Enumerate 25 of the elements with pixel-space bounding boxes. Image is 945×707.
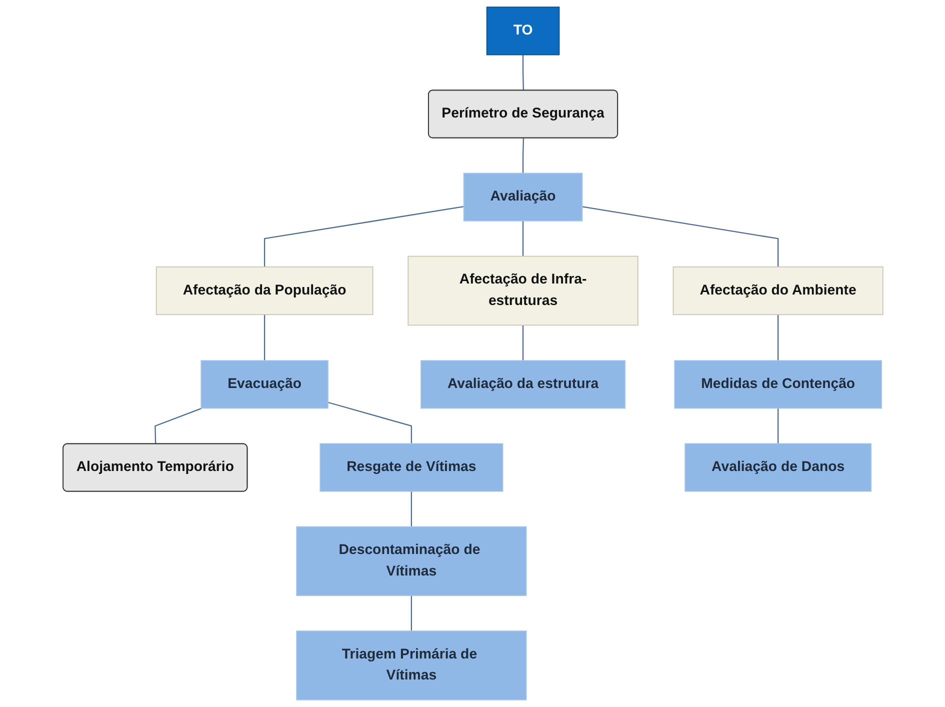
node-box: TO <box>486 6 560 56</box>
node-box: Avaliação <box>462 172 582 222</box>
connector <box>154 408 202 444</box>
connector <box>410 491 412 527</box>
connector <box>410 596 412 631</box>
connector <box>522 138 524 174</box>
node-box: Avaliação da estrutura <box>420 360 626 409</box>
connector <box>327 402 412 444</box>
node-box: Afectação da População <box>155 266 373 316</box>
node-box: Medidas de Contenção <box>674 360 882 409</box>
node-box: Avaliação de Danos <box>684 443 872 492</box>
node-box: Afectação do Ambiente <box>672 266 883 316</box>
node-box: Resgate de Vítimas <box>319 443 503 492</box>
node-box: Triagem Primária de Vítimas <box>296 630 526 700</box>
node-box: Evacuação <box>200 360 328 409</box>
connector <box>777 314 778 361</box>
connector <box>264 206 464 267</box>
connector <box>522 325 524 361</box>
node-box: Descontaminação de Vítimas <box>296 526 526 596</box>
connector <box>522 54 524 91</box>
connector <box>777 408 778 444</box>
connector <box>582 206 778 267</box>
node-box: Afectação de Infra-estruturas <box>407 256 638 326</box>
connector <box>522 220 524 256</box>
connector <box>264 314 265 361</box>
